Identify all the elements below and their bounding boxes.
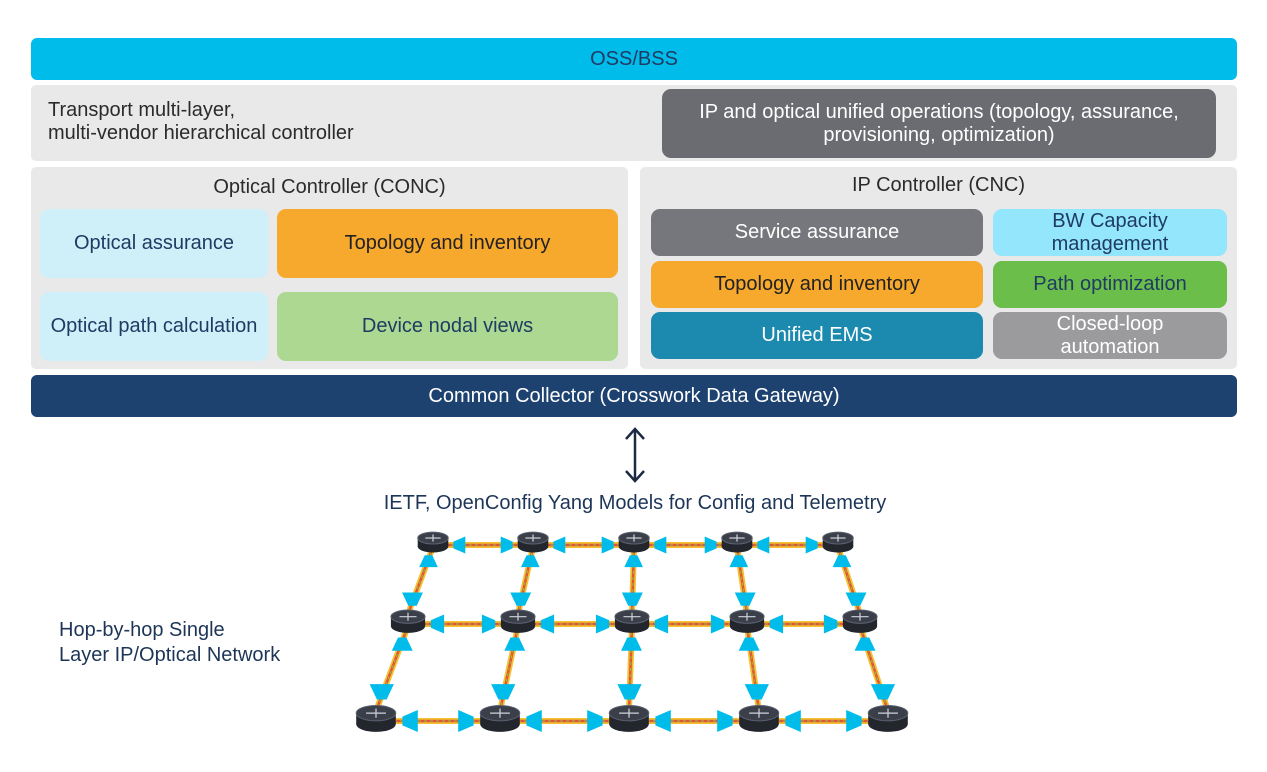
transceiver-icon xyxy=(846,710,862,732)
network-label-line2: Layer IP/Optical Network xyxy=(59,644,281,666)
network-label: Hop-by-hop Single Layer IP/Optical Netwo… xyxy=(59,618,280,668)
transceiver-icon xyxy=(458,710,474,732)
transceiver-icon xyxy=(823,614,838,634)
bw-capacity-management-box: BW Capacity management xyxy=(993,209,1227,256)
transceiver-icon xyxy=(402,710,418,732)
transceiver-icon xyxy=(621,637,642,651)
transceiver-icon xyxy=(845,592,867,606)
oss-bss-label: OSS/BSS xyxy=(590,47,678,70)
transceiver-icon xyxy=(654,614,669,634)
transceiver-icon xyxy=(805,536,818,554)
ip-topology-inventory-box: Topology and inventory xyxy=(651,261,983,308)
transceiver-icon xyxy=(655,710,671,732)
closed-loop-line2: automation xyxy=(1060,335,1160,358)
unified-ems-box: Unified EMS xyxy=(651,312,983,359)
transceiver-icon xyxy=(526,710,542,732)
optical-controller-title: Optical Controller (CONC) xyxy=(213,175,446,198)
unified-operations-box: IP and optical unified operations (topol… xyxy=(662,89,1216,158)
transceiver-icon xyxy=(717,710,733,732)
device-nodal-views-box: Device nodal views xyxy=(277,292,618,361)
common-collector-bar: Common Collector (Crosswork Data Gateway… xyxy=(31,375,1237,417)
bidirectional-arrow-icon xyxy=(625,427,645,483)
path-optimization-box: Path optimization xyxy=(993,261,1227,308)
network-label-line1: Hop-by-hop Single xyxy=(59,619,225,641)
optical-path-calculation-box: Optical path calculation xyxy=(40,292,268,361)
ip-controller-title: IP Controller (CNC) xyxy=(852,173,1025,196)
bw-capacity-line2: management xyxy=(1051,232,1169,255)
transceiver-icon xyxy=(744,684,769,700)
transceiver-icon xyxy=(738,637,760,651)
transceiver-icon xyxy=(369,684,394,700)
transceiver-icon xyxy=(430,614,445,634)
closed-loop-line1: Closed-loop xyxy=(1056,312,1164,335)
transceiver-icon xyxy=(870,684,896,700)
bw-capacity-line1: BW Capacity xyxy=(1052,209,1168,232)
transceiver-icon xyxy=(729,555,749,568)
transceiver-icon xyxy=(734,592,756,606)
transceiver-icon xyxy=(595,614,610,634)
common-collector-label: Common Collector (Crosswork Data Gateway… xyxy=(428,384,840,407)
unified-ops-line2: provisioning, optimization) xyxy=(823,123,1055,146)
transceiver-icon xyxy=(491,684,516,700)
transceiver-icon xyxy=(453,536,466,554)
service-assurance-box: Service assurance xyxy=(651,209,983,256)
hierarchical-label-line2: multi-vendor hierarchical controller xyxy=(48,122,354,144)
closed-loop-automation-box: Closed-loop automation xyxy=(993,312,1227,359)
transceiver-icon xyxy=(624,555,643,568)
transceiver-icon xyxy=(504,637,526,651)
optical-assurance-box: Optical assurance xyxy=(40,209,268,278)
transceiver-icon xyxy=(854,637,876,651)
hierarchical-controller-label: Transport multi-layer, multi-vendor hier… xyxy=(48,99,354,145)
transceiver-icon xyxy=(553,536,566,554)
transceiver-icon xyxy=(832,555,852,568)
unified-ops-line1: IP and optical unified operations (topol… xyxy=(699,100,1179,123)
transceiver-icon xyxy=(757,536,770,554)
transceiver-icon xyxy=(587,710,603,732)
transceiver-icon xyxy=(402,592,423,606)
hierarchical-label-line1: Transport multi-layer, xyxy=(48,99,236,121)
transceiver-icon xyxy=(710,614,725,634)
transceiver-icon xyxy=(654,536,667,554)
transceiver-icon xyxy=(419,555,438,568)
oss-bss-bar: OSS/BSS xyxy=(31,38,1237,80)
transceiver-icon xyxy=(500,536,513,554)
transceiver-icon xyxy=(785,710,801,732)
optical-topology-inventory-box: Topology and inventory xyxy=(277,209,618,278)
transceiver-icon xyxy=(481,614,496,634)
transceiver-icon xyxy=(540,614,555,634)
transceiver-icon xyxy=(617,684,642,700)
transceiver-icon xyxy=(520,555,540,568)
transceiver-icon xyxy=(621,592,643,606)
transceiver-icon xyxy=(601,536,614,554)
models-caption: IETF, OpenConfig Yang Models for Config … xyxy=(383,492,887,514)
transceiver-icon xyxy=(769,614,784,634)
transceiver-icon xyxy=(391,637,413,651)
transceiver-icon xyxy=(510,592,532,606)
transceiver-icon xyxy=(704,536,717,554)
